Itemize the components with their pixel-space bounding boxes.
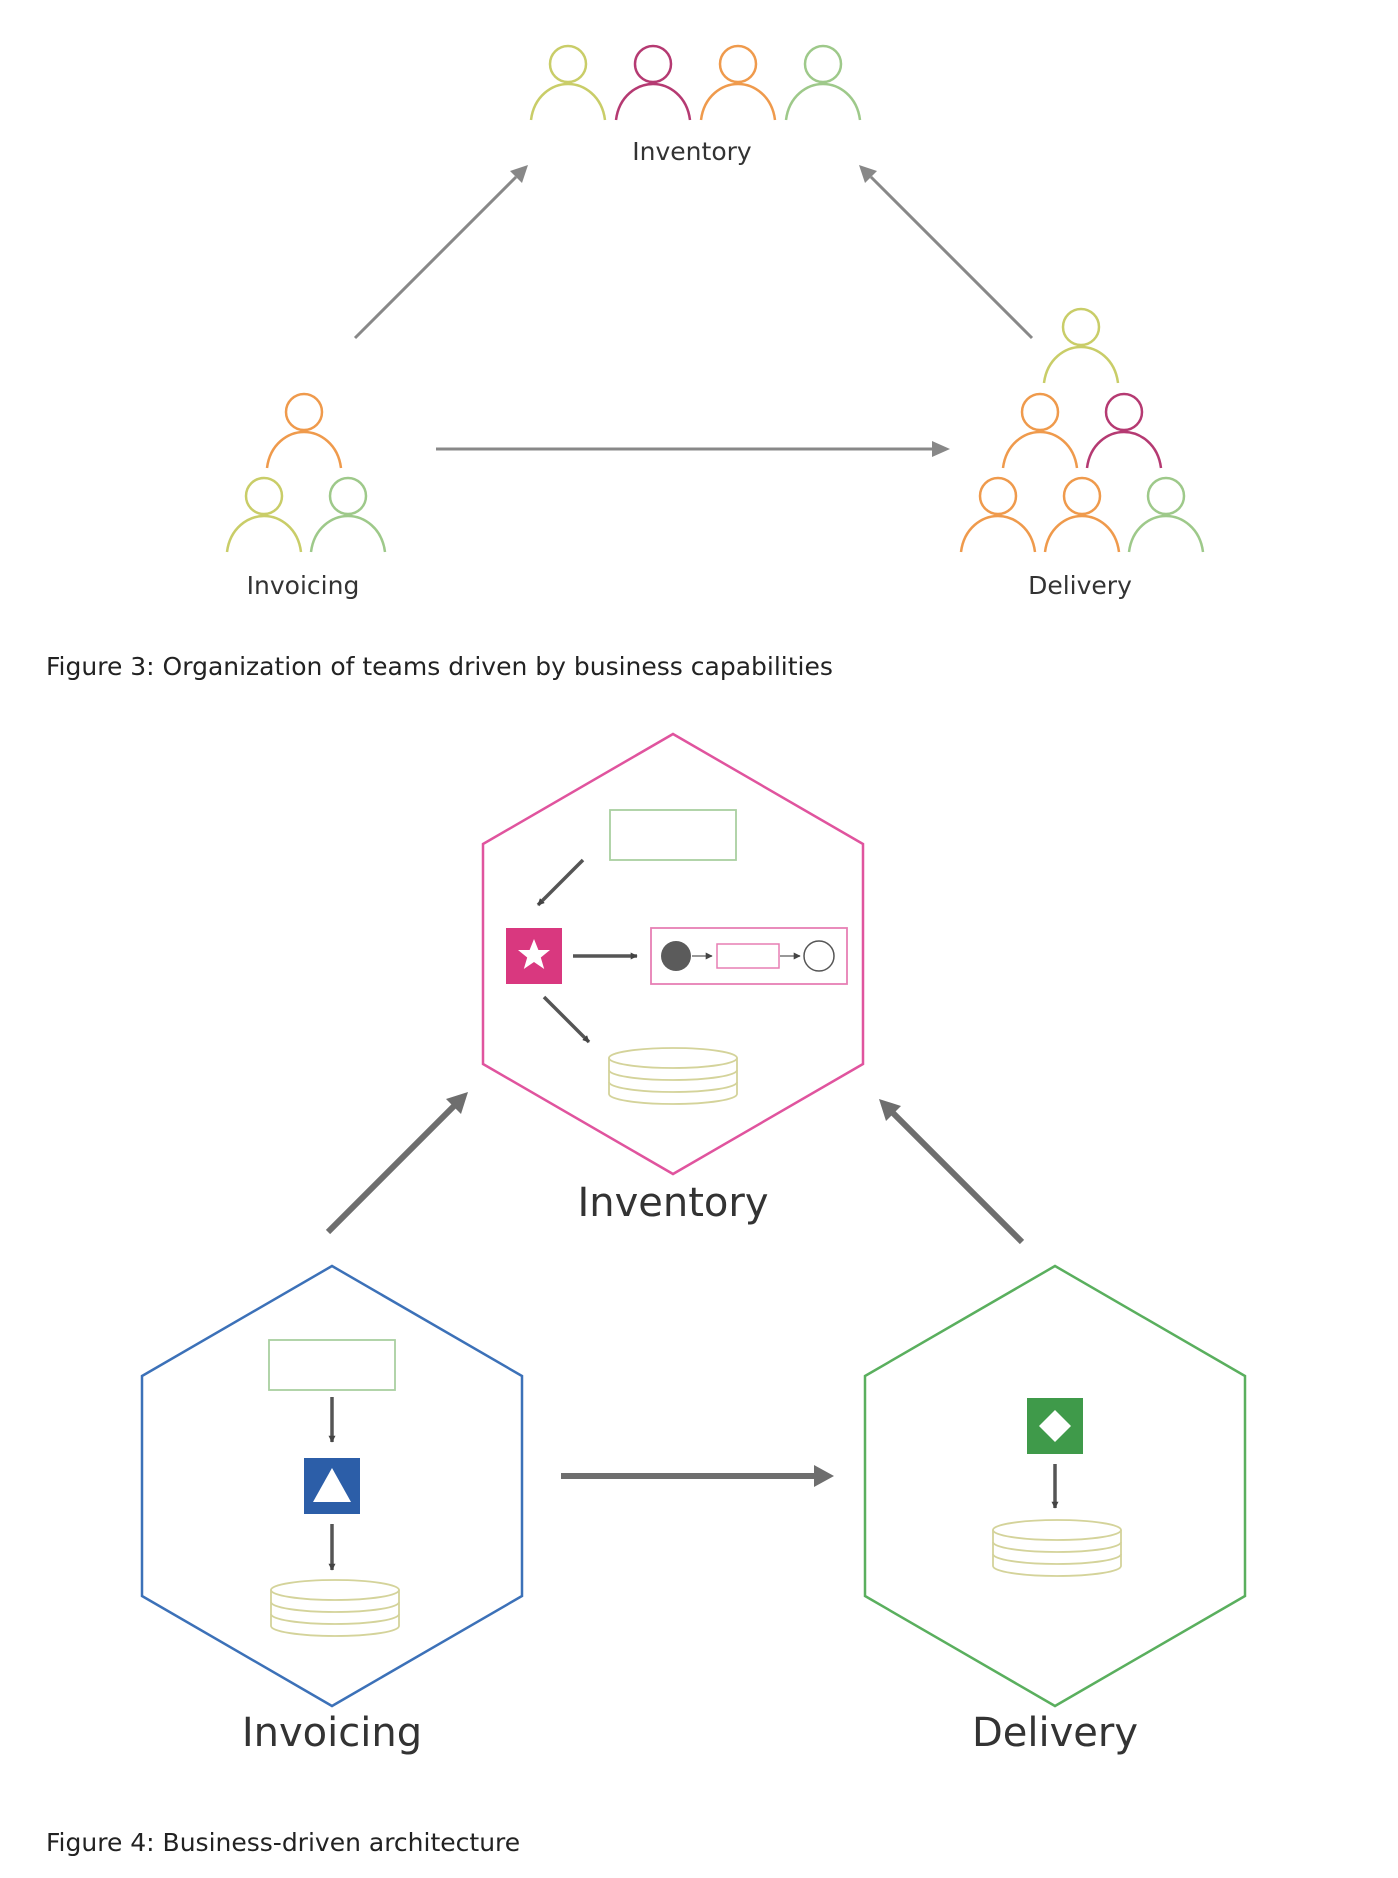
arrow-invoicing-to-inventory	[353, 175, 518, 340]
arrow-delivery-to-inventory	[869, 175, 1034, 340]
api-box	[609, 809, 737, 861]
inventory-service-label: Inventory	[577, 1180, 768, 1226]
delivery-hexagon	[863, 1264, 1247, 1708]
invoicing-service-label: Invoicing	[242, 1710, 422, 1756]
workflow-start-icon	[661, 941, 691, 971]
person-icon	[699, 44, 777, 122]
figure3-caption: Figure 3: Organization of teams driven b…	[46, 652, 833, 681]
arrow-delivery-to-inventory	[890, 1110, 1025, 1245]
figure4-architecture-diagram: Inventory Invoicing Delivery	[140, 732, 1247, 1756]
person-icon	[529, 44, 607, 122]
invoicing-team	[225, 392, 387, 554]
team-arrows	[353, 165, 1034, 457]
arrowhead	[510, 165, 528, 183]
arrowhead	[859, 165, 877, 183]
inventory-hexagon	[481, 732, 865, 1176]
api-box	[268, 1339, 396, 1391]
figure3-team-diagram: Inventory Invoicing Delivery	[225, 44, 1205, 600]
figure4-caption: Figure 4: Business-driven architecture	[46, 1828, 521, 1857]
delivery-team	[959, 307, 1205, 554]
service-arrows	[325, 1092, 1025, 1487]
person-icon	[265, 392, 343, 470]
database-icon	[992, 1519, 1122, 1577]
delivery-service: Delivery	[863, 1264, 1247, 1756]
arrowhead	[879, 1099, 901, 1121]
person-icon	[225, 476, 303, 554]
triangle-icon	[313, 1468, 351, 1502]
inventory-service: Inventory	[481, 732, 865, 1226]
person-icon	[959, 476, 1037, 554]
arrow-invoicing-to-inventory	[325, 1103, 457, 1235]
workflow-end-icon	[803, 940, 835, 972]
star-icon	[518, 939, 550, 969]
person-icon	[1085, 392, 1163, 470]
diamond-icon	[1039, 1410, 1071, 1442]
delivery-team-label: Delivery	[1028, 571, 1132, 600]
inventory-team-label: Inventory	[632, 137, 752, 166]
arrow-core-to-database	[542, 995, 591, 1044]
invoicing-team-label: Invoicing	[247, 571, 360, 600]
person-icon	[784, 44, 862, 122]
database-icon	[270, 1579, 400, 1637]
database-icon	[608, 1047, 738, 1105]
arrow-api-to-core	[536, 858, 585, 907]
person-icon	[1127, 476, 1205, 554]
person-icon	[1001, 392, 1079, 470]
arrowhead	[932, 441, 950, 457]
person-icon	[1042, 307, 1120, 385]
person-icon	[1043, 476, 1121, 554]
workflow-box	[650, 927, 848, 985]
inventory-team	[529, 44, 862, 122]
delivery-service-label: Delivery	[972, 1710, 1138, 1756]
person-icon	[309, 476, 387, 554]
person-icon	[614, 44, 692, 122]
arrowhead	[814, 1465, 834, 1487]
workflow-step-box	[716, 943, 780, 969]
invoicing-hexagon	[140, 1264, 524, 1708]
invoicing-service: Invoicing	[140, 1264, 524, 1756]
arrowhead	[446, 1092, 468, 1114]
